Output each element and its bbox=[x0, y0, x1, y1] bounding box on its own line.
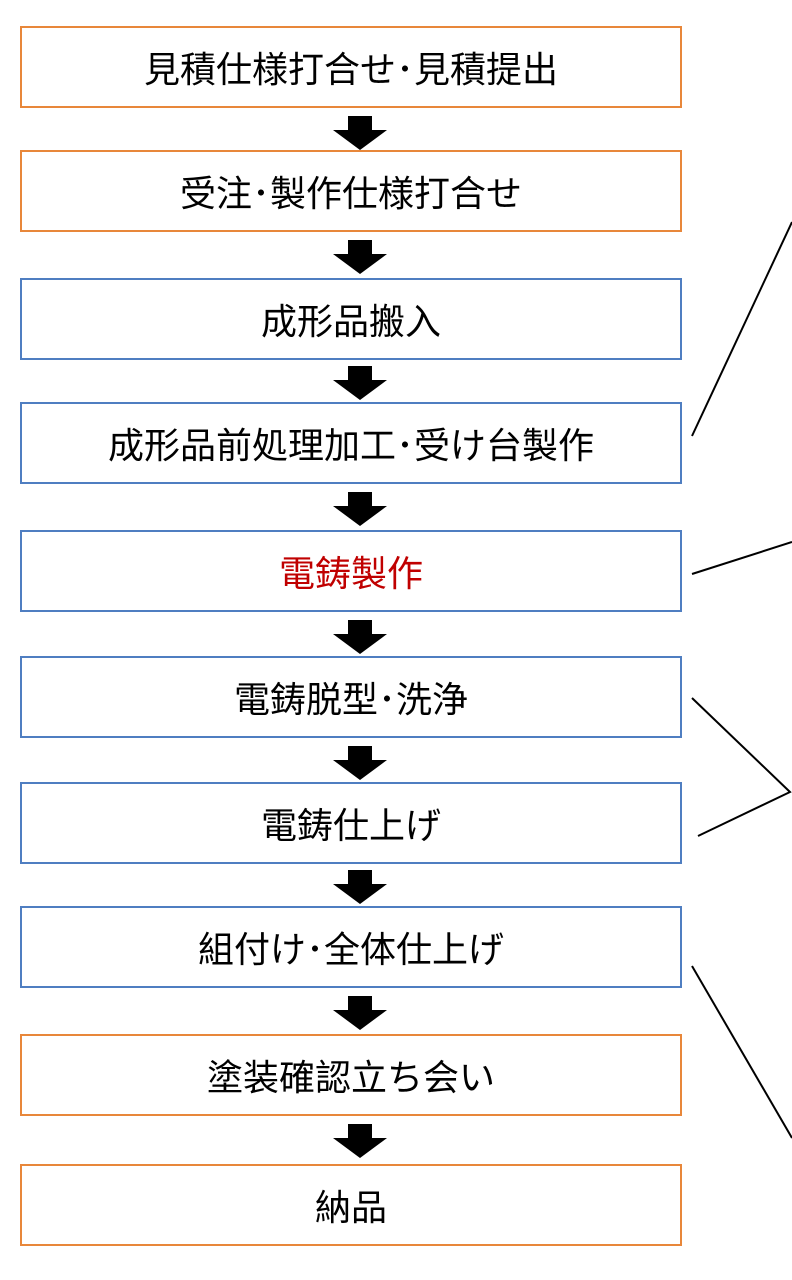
connector-line bbox=[691, 541, 792, 575]
down-arrow-icon bbox=[333, 366, 387, 400]
flow-step-label: 受注･製作仕様打合せ bbox=[179, 174, 522, 215]
flow-step-label: 電鋳仕上げ bbox=[260, 806, 441, 847]
flow-step-finishing: 電鋳仕上げ bbox=[20, 782, 682, 864]
flow-step-assembly: 組付け･全体仕上げ bbox=[20, 906, 682, 988]
connector-line bbox=[691, 221, 792, 437]
flow-step-label: 電鋳製作 bbox=[278, 554, 423, 595]
flow-step-part-delivery: 成形品搬入 bbox=[20, 278, 682, 360]
flow-step-demold-wash: 電鋳脱型･洗浄 bbox=[20, 656, 682, 738]
down-arrow-icon bbox=[333, 116, 387, 150]
down-arrow-icon bbox=[333, 620, 387, 654]
flow-step-electroforming: 電鋳製作 bbox=[20, 530, 682, 612]
down-arrow-icon bbox=[333, 492, 387, 526]
flow-step-paint-inspection: 塗装確認立ち会い bbox=[20, 1034, 682, 1116]
flow-step-order: 受注･製作仕様打合せ bbox=[20, 150, 682, 232]
flow-step-label: 塗装確認立ち会い bbox=[206, 1058, 495, 1099]
flow-step-label: 電鋳脱型･洗浄 bbox=[233, 680, 468, 721]
flow-step-label: 見積仕様打合せ･見積提出 bbox=[143, 50, 558, 91]
down-arrow-icon bbox=[333, 746, 387, 780]
down-arrow-icon bbox=[333, 996, 387, 1030]
flow-step-label: 成形品搬入 bbox=[260, 302, 441, 343]
flow-step-pretreatment: 成形品前処理加工･受け台製作 bbox=[20, 402, 682, 484]
flow-step-delivery: 納品 bbox=[20, 1164, 682, 1246]
flow-step-estimate: 見積仕様打合せ･見積提出 bbox=[20, 26, 682, 108]
connector-line bbox=[691, 965, 792, 1139]
connector-line bbox=[691, 697, 792, 837]
down-arrow-icon bbox=[333, 1124, 387, 1158]
flow-step-label: 組付け･全体仕上げ bbox=[197, 930, 504, 971]
flow-step-label: 成形品前処理加工･受け台製作 bbox=[107, 426, 594, 467]
down-arrow-icon bbox=[333, 240, 387, 274]
flow-step-label: 納品 bbox=[314, 1188, 387, 1229]
down-arrow-icon bbox=[333, 870, 387, 904]
